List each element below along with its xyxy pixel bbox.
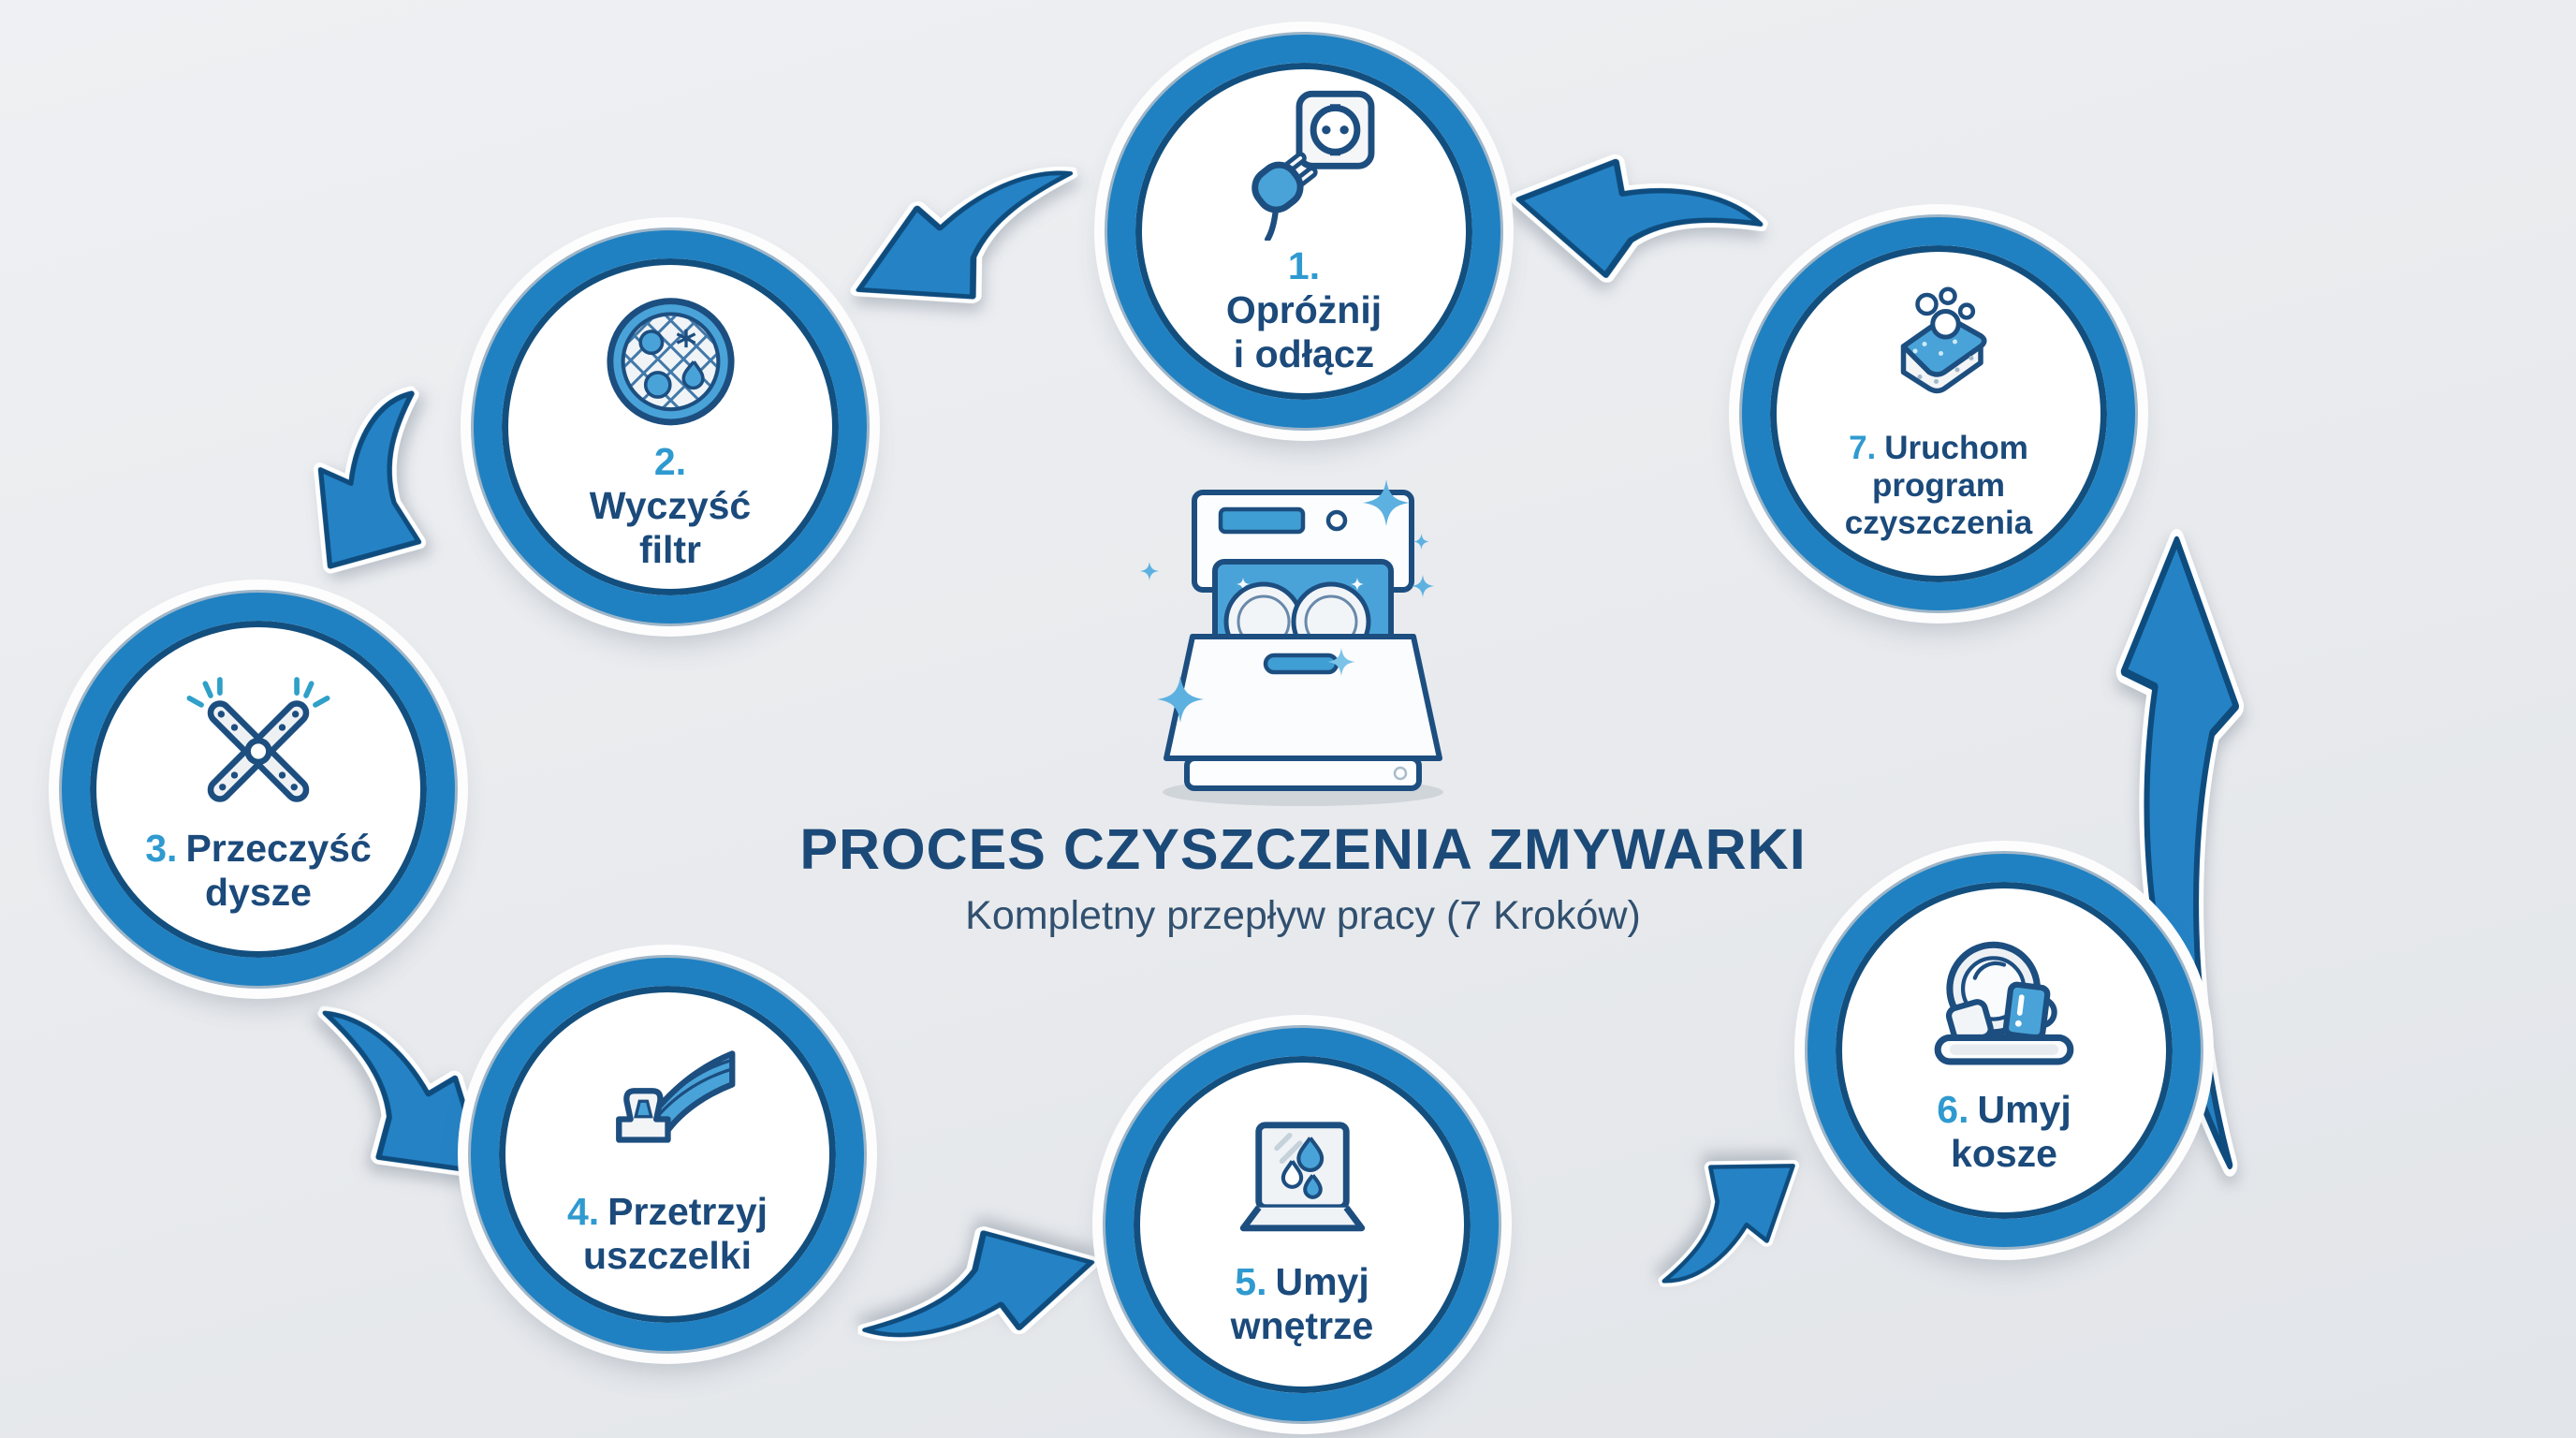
step-3-number: 3. <box>145 827 178 871</box>
step-4-circle: 4.Przetrzyj uszczelki <box>471 958 864 1351</box>
step-1-circle: 1. Opróżnij i odłącz <box>1107 35 1500 428</box>
dish-rack-icon <box>1934 941 2074 1065</box>
step-3-text: 3.Przeczyść dysze <box>145 827 372 914</box>
step-5-label: Umyj wnętrze <box>1230 1259 1374 1347</box>
step-7-label: Uruchom program czyszczenia <box>1844 430 2033 541</box>
step-5-number: 5. <box>1235 1259 1267 1303</box>
step-3-circle: 3.Przeczyść dysze <box>62 593 455 986</box>
step-6-text: 6.Umyj kosze <box>1937 1088 2071 1175</box>
gasket-icon <box>615 1049 735 1143</box>
arrow-step5-to-step6 <box>1619 1120 1835 1310</box>
step-3-label: Przeczyść dysze <box>185 827 372 914</box>
plug-socket-icon <box>1251 91 1374 242</box>
step-1-number: 1. <box>1287 244 1321 288</box>
arrow-step4-to-step5 <box>854 1212 1106 1361</box>
step-2-circle: 2. Wyczyść filtr <box>474 230 867 624</box>
step-7-text: 7.Uruchom program czyszczenia <box>1845 430 2032 542</box>
step-6-number: 6. <box>1937 1088 1969 1132</box>
step-1-label: Opróżnij i odłącz <box>1225 288 1383 375</box>
step-5-circle: 5.Umyj wnętrze <box>1105 1028 1499 1421</box>
step-4-text: 4.Przetrzyj uszczelki <box>567 1190 768 1277</box>
arrow-step1-to-step2 <box>824 140 1104 343</box>
sponge-icon <box>1900 286 1987 394</box>
arrow-step7-to-step1 <box>1486 99 1780 342</box>
step-2-number: 2. <box>653 440 687 484</box>
step-2-label: Wyczyść filtr <box>589 484 752 571</box>
infographic-subtitle: Kompletny przepływ pracy (7 Kroków) <box>965 893 1641 938</box>
dishwasher-icon <box>1140 479 1443 806</box>
step-7-number: 7. <box>1849 430 1877 467</box>
spray-arms-icon <box>186 677 330 803</box>
filter-icon <box>606 298 735 426</box>
infographic-title: PROCES CZYSZCZENIA ZMYWARKI <box>799 817 1807 881</box>
arrow-step2-to-step3 <box>247 360 505 618</box>
step-6-label: Umyj kosze <box>1951 1088 2071 1175</box>
step-7-circle: 7.Uruchom program czyszczenia <box>1742 217 2135 610</box>
step-5-text: 5.Umyj wnętrze <box>1231 1260 1374 1347</box>
step-2-text: 2. Wyczyść filtr <box>590 440 751 571</box>
interior-icon <box>1239 1122 1365 1231</box>
step-1-text: 1. Opróżnij i odłącz <box>1226 244 1382 375</box>
step-4-number: 4. <box>566 1189 600 1233</box>
step-4-label: Przetrzyj uszczelki <box>582 1189 768 1277</box>
step-6-circle: 6.Umyj kosze <box>1808 854 2201 1247</box>
